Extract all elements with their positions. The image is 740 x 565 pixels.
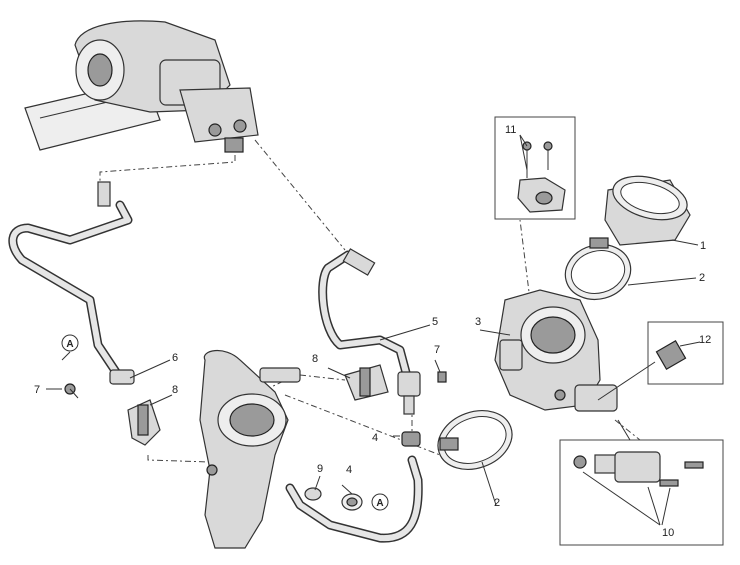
sensor-inset <box>494 116 576 220</box>
callout-5: 5 <box>432 316 438 328</box>
screw-7-right <box>437 371 447 383</box>
marker-a-left-label: A <box>66 339 73 350</box>
fitting-6 <box>109 369 135 385</box>
callout-8-left: 8 <box>172 384 178 396</box>
clamp-4-upper <box>401 431 421 447</box>
hose-end-9 <box>304 487 322 501</box>
callout-10: 10 <box>662 527 674 539</box>
drain-hose <box>285 455 423 543</box>
injector-center <box>344 364 389 401</box>
intake-boot <box>604 175 691 246</box>
callout-7-left: 7 <box>34 384 40 396</box>
marker-a-bottom: A <box>371 493 389 511</box>
screw-7-left <box>64 383 79 399</box>
clamp-4-lower <box>341 493 363 511</box>
callout-6: 6 <box>172 352 178 364</box>
callout-2-lower: 2 <box>494 497 500 509</box>
callout-leaders <box>46 239 701 506</box>
hose-clamp-upper <box>564 237 632 301</box>
callout-11: 11 <box>505 124 516 136</box>
injector-left <box>127 399 161 446</box>
engine-housing-assembly <box>24 20 259 153</box>
callout-4-upper: 4 <box>372 432 378 444</box>
callout-7-right: 7 <box>434 344 440 356</box>
throttle-body <box>494 289 618 412</box>
callout-3: 3 <box>475 316 481 328</box>
callout-1: 1 <box>700 240 706 252</box>
callout-2-upper: 2 <box>699 272 705 284</box>
breather-hose-left <box>8 181 133 380</box>
callout-12: 12 <box>699 334 711 346</box>
actuator-inset <box>559 439 724 546</box>
breather-hose-middle <box>318 248 413 385</box>
t-connector <box>397 371 421 415</box>
callout-8-center: 8 <box>312 353 318 365</box>
spring-inset <box>647 321 724 385</box>
marker-a-bottom-label: A <box>376 498 383 509</box>
marker-a-left: A <box>61 334 79 361</box>
intake-manifold <box>199 350 301 549</box>
callout-9: 9 <box>317 463 323 475</box>
hose-clamp-lower <box>437 410 513 470</box>
callout-4-lower: 4 <box>346 464 352 476</box>
